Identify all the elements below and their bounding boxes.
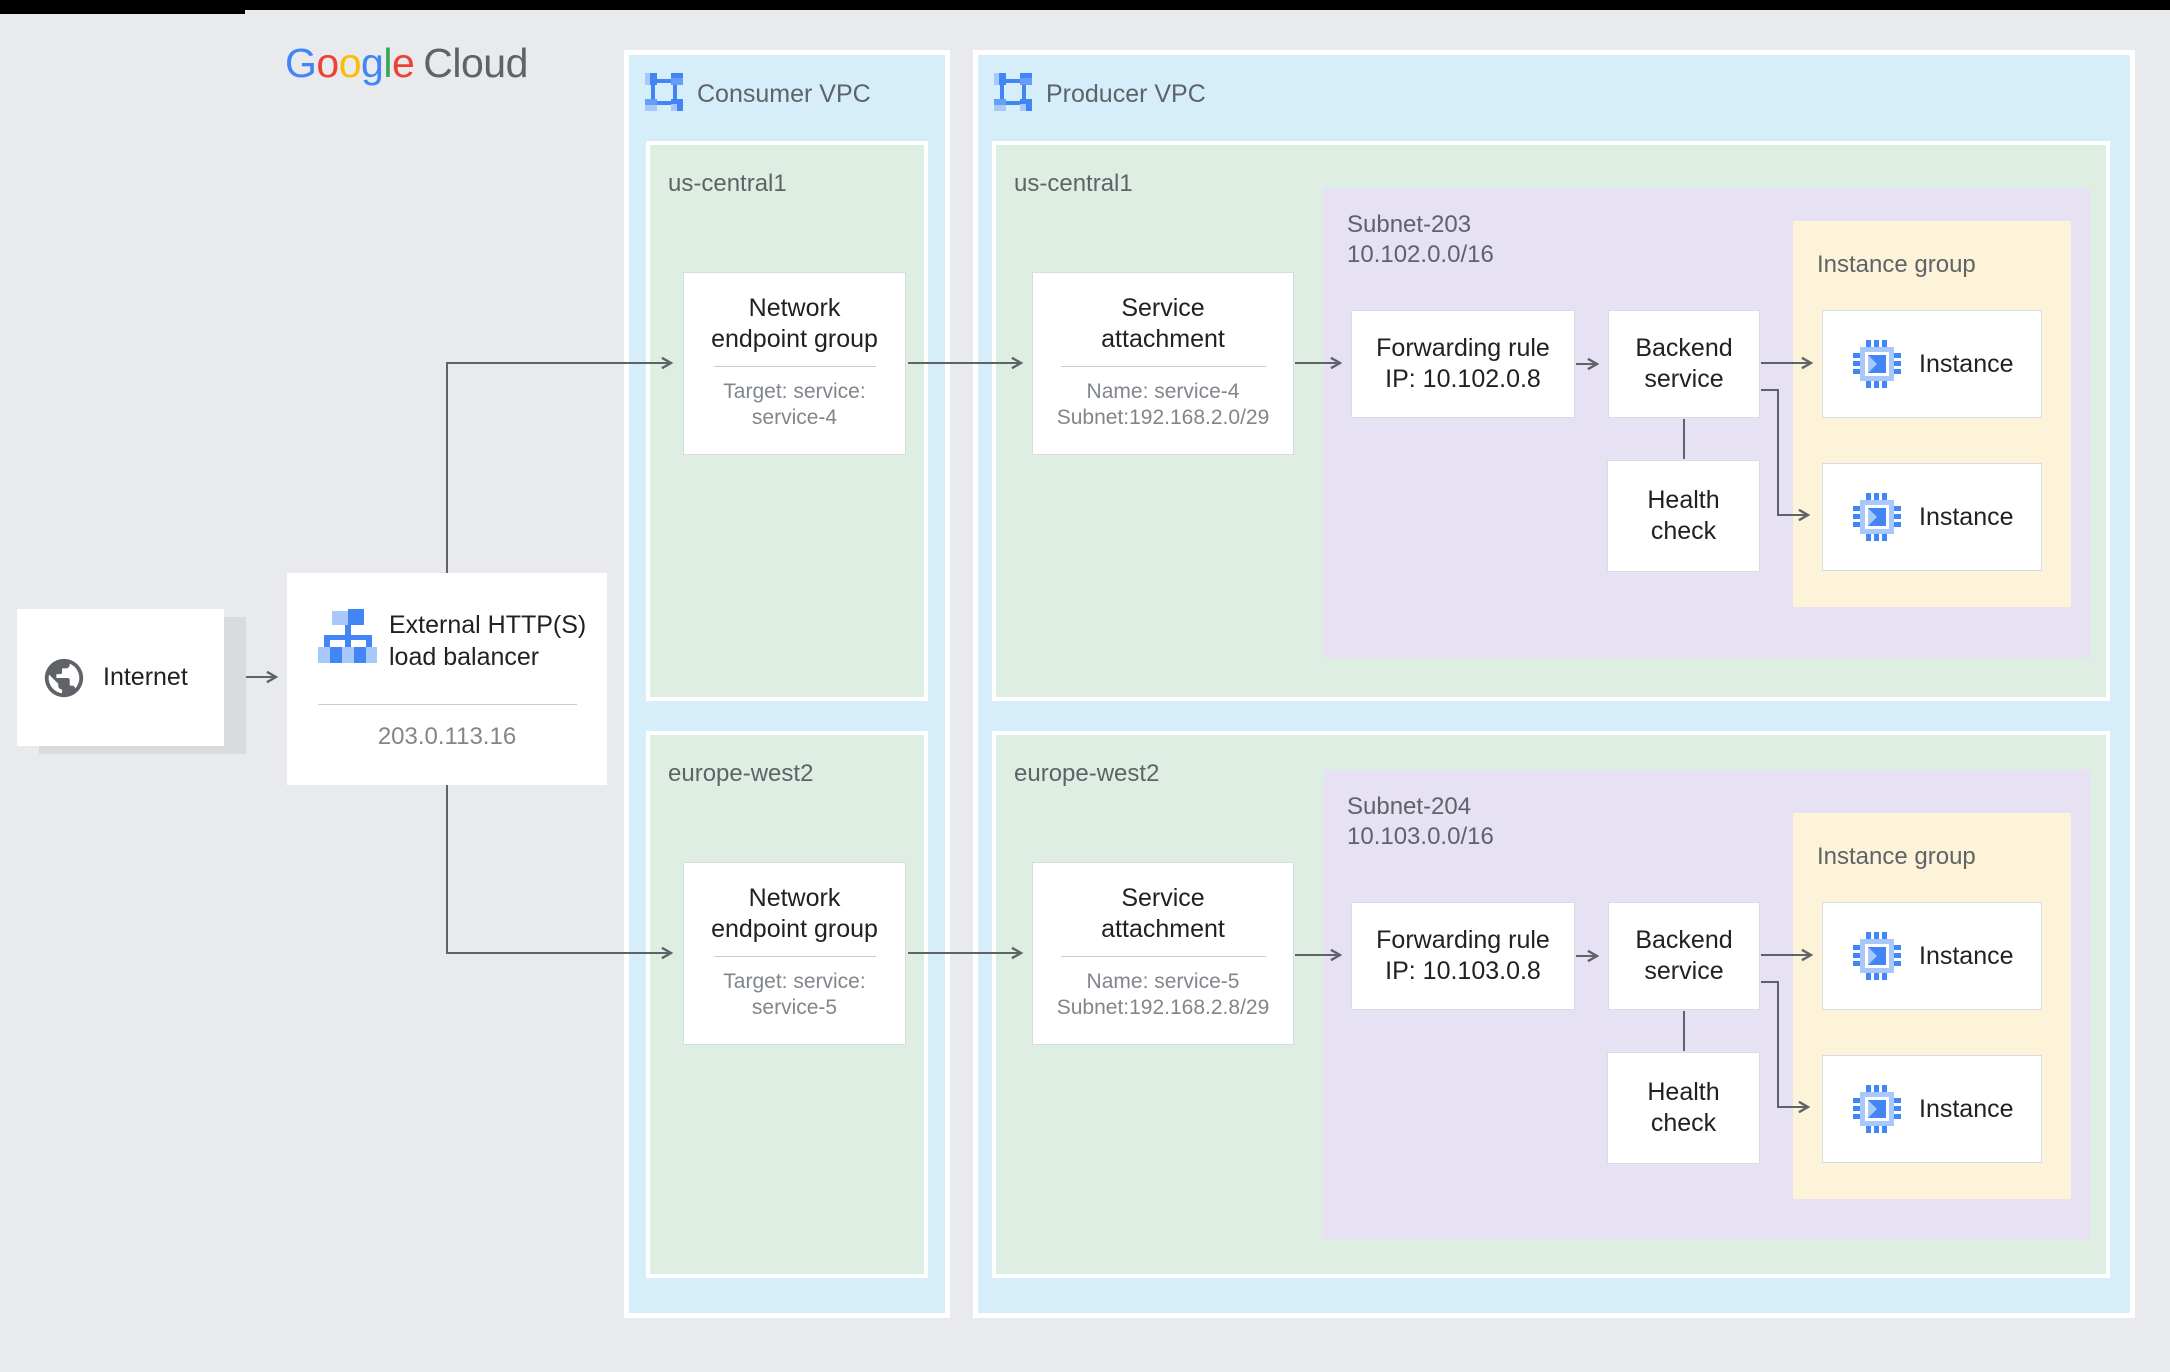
neg-top-detail-line1: Target: service: <box>723 380 866 403</box>
forwarding-rule-top: Forwarding rule IP: 10.102.0.8 <box>1351 310 1575 418</box>
vpc-network-icon <box>994 73 1032 111</box>
load-balancer-title: External HTTP(S) load balancer <box>389 609 586 673</box>
sa-bottom-title-line2: attachment <box>1101 915 1225 943</box>
forwarding-rule-bottom: Forwarding rule IP: 10.103.0.8 <box>1351 902 1575 1010</box>
instance-group-top-label: Instance group <box>1817 251 1976 278</box>
neg-top-title-line1: Network <box>748 294 841 322</box>
producer-vpc-label: Producer VPC <box>1046 80 1206 108</box>
subnet-203-label: Subnet-203 10.102.0.0/16 <box>1347 210 1494 270</box>
be-top-line1: Backend <box>1635 334 1733 362</box>
neg-bottom-divider <box>713 956 876 957</box>
logo-letter: l <box>383 40 392 86</box>
load-balancer-node: External HTTP(S) load balancer 203.0.113… <box>287 573 607 785</box>
sa-bottom-title-line1: Service <box>1121 884 1205 912</box>
instance-bottom-2: Instance <box>1822 1055 2042 1163</box>
sa-bottom-divider <box>1060 956 1266 957</box>
compute-instance-icon <box>1853 493 1901 541</box>
sa-top-title-line1: Service <box>1121 294 1205 322</box>
instance-top-1: Instance <box>1822 310 2042 418</box>
vpc-network-icon <box>645 73 683 111</box>
compute-instance-icon <box>1853 932 1901 980</box>
logo-letter: g <box>361 40 384 86</box>
instance-label: Instance <box>1919 941 2014 970</box>
backend-service-bottom: Backend service <box>1608 902 1760 1010</box>
fr-top-line1: Forwarding rule <box>1376 334 1550 362</box>
sa-bottom-detail-line2: Subnet:192.168.2.8/29 <box>1056 996 1270 1019</box>
sa-top-detail-line2: Subnet:192.168.2.0/29 <box>1056 406 1270 429</box>
hc-top-line2: check <box>1650 517 1717 545</box>
hc-bottom-line2: check <box>1650 1109 1717 1137</box>
neg-top-divider <box>713 366 876 367</box>
be-bottom-line2: service <box>1644 957 1724 985</box>
service-attachment-top: Service attachment Name: service-4 Subne… <box>1032 272 1294 455</box>
health-check-bottom: Health check <box>1607 1052 1760 1164</box>
logo-cloud: Cloud <box>423 40 528 86</box>
network-endpoint-group-top: Network endpoint group Target: service: … <box>683 272 906 455</box>
producer-region1-label: us-central1 <box>1014 170 1133 197</box>
subnet-204-cidr: 10.103.0.0/16 <box>1347 823 1494 850</box>
sa-top-detail-line1: Name: service-4 <box>1086 380 1240 403</box>
logo-letter: G <box>285 40 317 86</box>
consumer-vpc-label: Consumer VPC <box>697 80 871 108</box>
neg-bottom-title-line2: endpoint group <box>711 915 878 943</box>
fr-bottom-line1: Forwarding rule <box>1376 926 1550 954</box>
sa-bottom-detail-line1: Name: service-5 <box>1086 970 1240 993</box>
load-balancer-title-line2: load balancer <box>389 643 540 671</box>
neg-top-title-line2: endpoint group <box>711 325 878 353</box>
fr-top-line2: IP: 10.102.0.8 <box>1385 365 1541 393</box>
logo-letter: o <box>316 40 339 86</box>
internet-node: Internet <box>17 609 224 746</box>
internet-label: Internet <box>103 663 188 691</box>
top-bar <box>0 0 2170 10</box>
neg-bottom-title-line1: Network <box>748 884 841 912</box>
service-attachment-bottom: Service attachment Name: service-5 Subne… <box>1032 862 1294 1045</box>
sa-top-divider <box>1060 366 1266 367</box>
neg-top-detail-line2: service-4 <box>751 406 838 429</box>
instance-label: Instance <box>1919 502 2014 531</box>
logo-letter: o <box>338 40 362 86</box>
compute-instance-icon <box>1853 1085 1901 1133</box>
load-balancer-divider <box>318 704 577 705</box>
subnet-204-label: Subnet-204 10.103.0.0/16 <box>1347 792 1494 852</box>
consumer-region2-label: europe-west2 <box>668 760 814 787</box>
load-balancer-title-line1: External HTTP(S) <box>389 611 587 639</box>
fr-bottom-line2: IP: 10.103.0.8 <box>1385 957 1541 985</box>
subnet-204-name: Subnet-204 <box>1347 793 1472 820</box>
neg-bottom-detail-line2: service-5 <box>751 996 838 1019</box>
load-balancer-icon <box>318 609 377 663</box>
instance-group-bottom-label: Instance group <box>1817 843 1976 870</box>
logo-google: Google <box>285 40 415 86</box>
subnet-203-cidr: 10.102.0.0/16 <box>1347 241 1494 268</box>
hc-bottom-line1: Health <box>1647 1078 1720 1106</box>
hc-top-line1: Health <box>1647 486 1720 514</box>
instance-bottom-1: Instance <box>1822 902 2042 1010</box>
globe-icon <box>44 658 84 697</box>
instance-label: Instance <box>1919 1094 2014 1123</box>
instance-top-2: Instance <box>1822 463 2042 571</box>
backend-service-top: Backend service <box>1608 310 1760 418</box>
health-check-top: Health check <box>1607 460 1760 572</box>
instance-label: Instance <box>1919 349 2014 378</box>
be-bottom-line1: Backend <box>1635 926 1733 954</box>
top-bar-left-segment <box>0 0 245 14</box>
logo-letter: e <box>391 40 415 86</box>
network-endpoint-group-bottom: Network endpoint group Target: service: … <box>683 862 906 1045</box>
sa-top-title-line2: attachment <box>1101 325 1225 353</box>
producer-region2-label: europe-west2 <box>1014 760 1160 787</box>
consumer-region1-label: us-central1 <box>668 170 787 197</box>
load-balancer-ip: 203.0.113.16 <box>377 723 517 750</box>
compute-instance-icon <box>1853 340 1901 388</box>
neg-bottom-detail-line1: Target: service: <box>723 970 866 993</box>
be-top-line2: service <box>1644 365 1724 393</box>
subnet-203-name: Subnet-203 <box>1347 211 1472 238</box>
